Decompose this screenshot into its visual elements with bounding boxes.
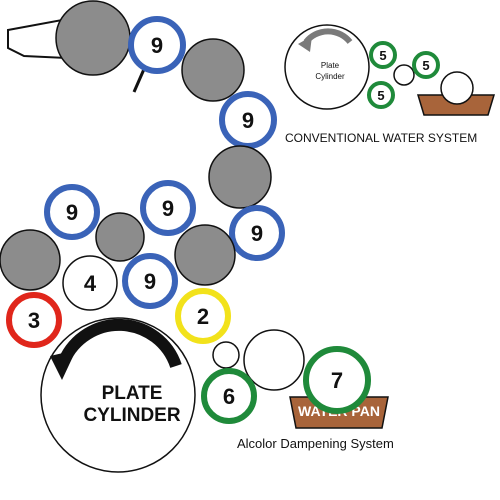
ink-roller-top: 9 [128, 16, 186, 74]
svg-text:CYLINDER: CYLINDER [83, 405, 180, 426]
conventional-caption: CONVENTIONAL WATER SYSTEM [285, 131, 477, 145]
ink-roller-left-row: 9 [44, 184, 100, 240]
svg-text:9: 9 [144, 269, 156, 294]
distributor-roller-4 [95, 212, 145, 262]
fountain-roller [55, 0, 131, 76]
svg-text:9: 9 [242, 108, 254, 133]
conv-roller-5-top: 5 [369, 41, 397, 69]
svg-text:7: 7 [331, 368, 343, 393]
form-roller-2: 2 [175, 288, 231, 344]
conv-fountain-roller [440, 71, 474, 105]
conv-roller-5-bottom: 5 [367, 81, 395, 109]
svg-text:5: 5 [377, 88, 384, 103]
svg-text:9: 9 [251, 221, 263, 246]
svg-text:6: 6 [223, 384, 235, 409]
form-roller-4: 4 [62, 255, 118, 311]
form-roller-3: 3 [6, 292, 62, 348]
svg-text:Cylinder: Cylinder [315, 72, 345, 81]
distributor-roller-2 [208, 145, 272, 209]
ink-roller-mid-row: 9 [140, 180, 196, 236]
pan-roller-7: 7 [303, 346, 371, 414]
ink-roller-right-2: 9 [229, 205, 285, 261]
ink-roller-right-1: 9 [219, 91, 277, 149]
ink-fountain-icon [7, 18, 68, 60]
svg-text:5: 5 [422, 58, 429, 73]
svg-text:5: 5 [379, 48, 386, 63]
svg-text:9: 9 [162, 196, 174, 221]
svg-text:9: 9 [66, 200, 78, 225]
ink-roller-lower: 9 [122, 253, 178, 309]
svg-text:Plate: Plate [321, 61, 340, 70]
conventional-plate-cylinder: Plate Cylinder [284, 24, 370, 110]
distributor-roller-5 [0, 229, 61, 291]
svg-text:4: 4 [84, 271, 97, 296]
conv-transfer-roller [393, 64, 415, 86]
svg-text:PLATE: PLATE [102, 383, 163, 404]
rotation-arrowhead-icon [50, 350, 76, 380]
svg-text:2: 2 [197, 304, 209, 329]
roller-6: 6 [201, 368, 257, 424]
plate-cylinder-main: PLATE CYLINDER [40, 317, 196, 473]
distributor-roller-1 [181, 38, 245, 102]
small-arrowhead-icon [298, 36, 312, 52]
roller-number: 9 [151, 33, 163, 58]
svg-text:3: 3 [28, 308, 40, 333]
alcolor-caption: Alcolor Dampening System [237, 436, 394, 451]
transfer-roller-small [212, 341, 240, 369]
metering-roller [243, 329, 305, 391]
rotation-arrow-icon [58, 318, 182, 369]
conv-roller-5-right: 5 [412, 51, 440, 79]
distributor-roller-3 [174, 224, 236, 286]
